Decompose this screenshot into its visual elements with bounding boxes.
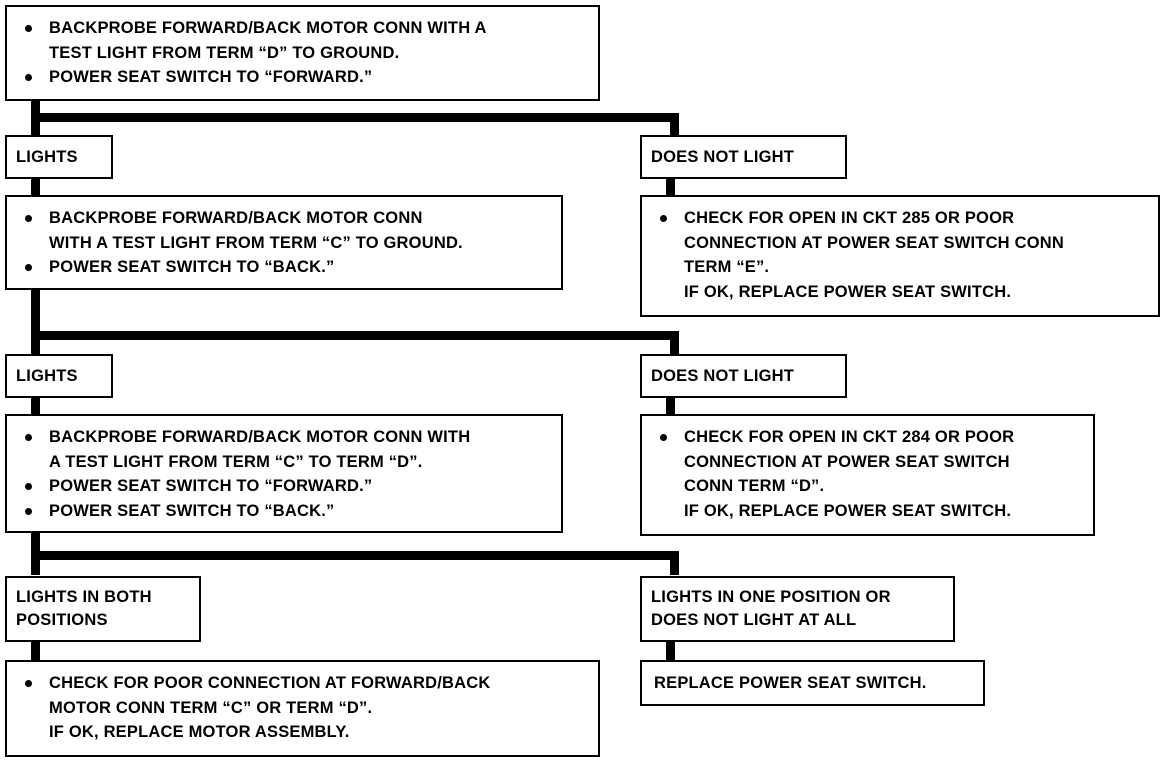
bullet-line: CONN TERM “D”. — [684, 477, 825, 495]
bullet-line: CHECK FOR OPEN IN CKT 285 OR POOR — [684, 209, 1015, 227]
connector-stub-right-3 — [666, 642, 675, 662]
bullet-item: POWER SEAT SWITCH TO “FORWARD.” — [23, 474, 553, 499]
connector-drop-left-2 — [31, 290, 40, 355]
bullet-dot-icon — [23, 206, 49, 231]
bullet-dot-icon — [23, 425, 49, 450]
bullet-item: CHECK FOR OPEN IN CKT 285 OR POOR CONNEC… — [658, 206, 1150, 304]
bullet-dot-icon — [658, 425, 684, 450]
bullet-item: BACKPROBE FORWARD/BACK MOTOR CONN WITH A… — [23, 16, 590, 65]
bullet-dot-icon — [658, 206, 684, 231]
bullet-line: POWER SEAT SWITCH TO “FORWARD.” — [49, 68, 373, 86]
bullet-line: A TEST LIGHT FROM TERM “C” TO TERM “D”. — [49, 452, 423, 471]
start-test-box: BACKPROBE FORWARD/BACK MOTOR CONN WITH A… — [5, 5, 600, 101]
branch-lights-2: LIGHTS — [5, 354, 113, 398]
bullet-dot-icon — [23, 255, 49, 280]
bullet-item: CHECK FOR POOR CONNECTION AT FORWARD/BAC… — [23, 671, 590, 745]
branch-lights-one-position-or-none: LIGHTS IN ONE POSITION OR DOES NOT LIGHT… — [640, 576, 955, 642]
connector-drop-right-1 — [670, 113, 679, 137]
connector-horizontal-2 — [31, 331, 679, 340]
connector-horizontal-3 — [31, 551, 679, 560]
result-ckt-284-box: CHECK FOR OPEN IN CKT 284 OR POOR CONNEC… — [640, 414, 1095, 536]
bullet-line: TEST LIGHT FROM TERM “D” TO GROUND. — [49, 43, 400, 62]
bullet-item: BACKPROBE FORWARD/BACK MOTOR CONN WITH A… — [23, 206, 553, 255]
result-label: REPLACE POWER SEAT SWITCH. — [654, 674, 927, 692]
result-replace-power-seat-switch-box: REPLACE POWER SEAT SWITCH. — [640, 660, 985, 706]
bullet-line: CHECK FOR OPEN IN CKT 284 OR POOR — [684, 428, 1015, 446]
branch-label: POSITIONS — [16, 611, 108, 629]
branch-label: DOES NOT LIGHT — [651, 147, 795, 166]
test-term-c-to-ground-box: BACKPROBE FORWARD/BACK MOTOR CONN WITH A… — [5, 195, 563, 290]
bullet-line: CONNECTION AT POWER SEAT SWITCH CONN — [684, 233, 1064, 252]
connector-stub-left-3 — [31, 642, 40, 662]
bullet-dot-icon — [23, 474, 49, 499]
bullet-item: POWER SEAT SWITCH TO “BACK.” — [23, 499, 553, 524]
connector-drop-right-2 — [670, 331, 679, 355]
branch-label: LIGHTS IN ONE POSITION OR — [651, 588, 891, 606]
connector-stem-down-1 — [31, 101, 40, 117]
trailing-line: IF OK, REPLACE POWER SEAT SWITCH. — [684, 282, 1012, 301]
bullet-dot-icon — [23, 499, 49, 524]
connector-drop-right-3 — [670, 551, 679, 575]
bullet-dot-icon — [23, 65, 49, 90]
branch-label: DOES NOT LIGHT — [651, 366, 795, 385]
bullet-line: TERM “E”. — [684, 258, 770, 276]
bullet-line: WITH A TEST LIGHT FROM TERM “C” TO GROUN… — [49, 233, 463, 252]
test-term-c-to-term-d-box: BACKPROBE FORWARD/BACK MOTOR CONN WITH A… — [5, 414, 563, 533]
bullet-line: BACKPROBE FORWARD/BACK MOTOR CONN WITH A — [49, 19, 487, 37]
bullet-dot-icon — [23, 16, 49, 41]
branch-label: LIGHTS — [16, 366, 78, 385]
branch-does-not-light-1: DOES NOT LIGHT — [640, 135, 847, 179]
bullet-line: CONNECTION AT POWER SEAT SWITCH — [684, 452, 1010, 471]
bullet-line: BACKPROBE FORWARD/BACK MOTOR CONN WITH — [49, 428, 471, 446]
bullet-item: CHECK FOR OPEN IN CKT 284 OR POOR CONNEC… — [658, 425, 1085, 523]
bullet-line: CHECK FOR POOR CONNECTION AT FORWARD/BAC… — [49, 674, 491, 692]
connector-stem-down-3 — [31, 533, 40, 551]
bullet-line: POWER SEAT SWITCH TO “BACK.” — [49, 501, 335, 520]
connector-stub-right-1 — [666, 179, 675, 197]
bullet-line: POWER SEAT SWITCH TO “FORWARD.” — [49, 477, 373, 495]
bullet-dot-icon — [23, 671, 49, 696]
bullet-line: POWER SEAT SWITCH TO “BACK.” — [49, 258, 335, 276]
connector-stub-left-1 — [31, 179, 40, 197]
result-motor-assembly-box: CHECK FOR POOR CONNECTION AT FORWARD/BAC… — [5, 660, 600, 757]
connector-horizontal-1 — [31, 113, 679, 122]
branch-lights-in-both-positions: LIGHTS IN BOTH POSITIONS — [5, 576, 201, 642]
connector-stub-left-2 — [31, 398, 40, 416]
branch-label: DOES NOT LIGHT AT ALL — [651, 611, 857, 629]
bullet-item: POWER SEAT SWITCH TO “BACK.” — [23, 255, 553, 280]
bullet-line: MOTOR CONN TERM “C” OR TERM “D”. — [49, 698, 373, 717]
branch-does-not-light-2: DOES NOT LIGHT — [640, 354, 847, 398]
bullet-line: BACKPROBE FORWARD/BACK MOTOR CONN — [49, 209, 423, 227]
trailing-line: IF OK, REPLACE MOTOR ASSEMBLY. — [49, 723, 350, 741]
bullet-item: BACKPROBE FORWARD/BACK MOTOR CONN WITH A… — [23, 425, 553, 474]
result-ckt-285-box: CHECK FOR OPEN IN CKT 285 OR POOR CONNEC… — [640, 195, 1160, 317]
branch-label: LIGHTS — [16, 147, 78, 166]
connector-drop-left-3 — [31, 551, 40, 575]
trailing-line: IF OK, REPLACE POWER SEAT SWITCH. — [684, 501, 1012, 520]
branch-lights-1: LIGHTS — [5, 135, 113, 179]
connector-stub-right-2 — [666, 398, 675, 416]
connector-drop-left-1 — [31, 113, 40, 137]
bullet-item: POWER SEAT SWITCH TO “FORWARD.” — [23, 65, 590, 90]
branch-label: LIGHTS IN BOTH — [16, 588, 152, 606]
